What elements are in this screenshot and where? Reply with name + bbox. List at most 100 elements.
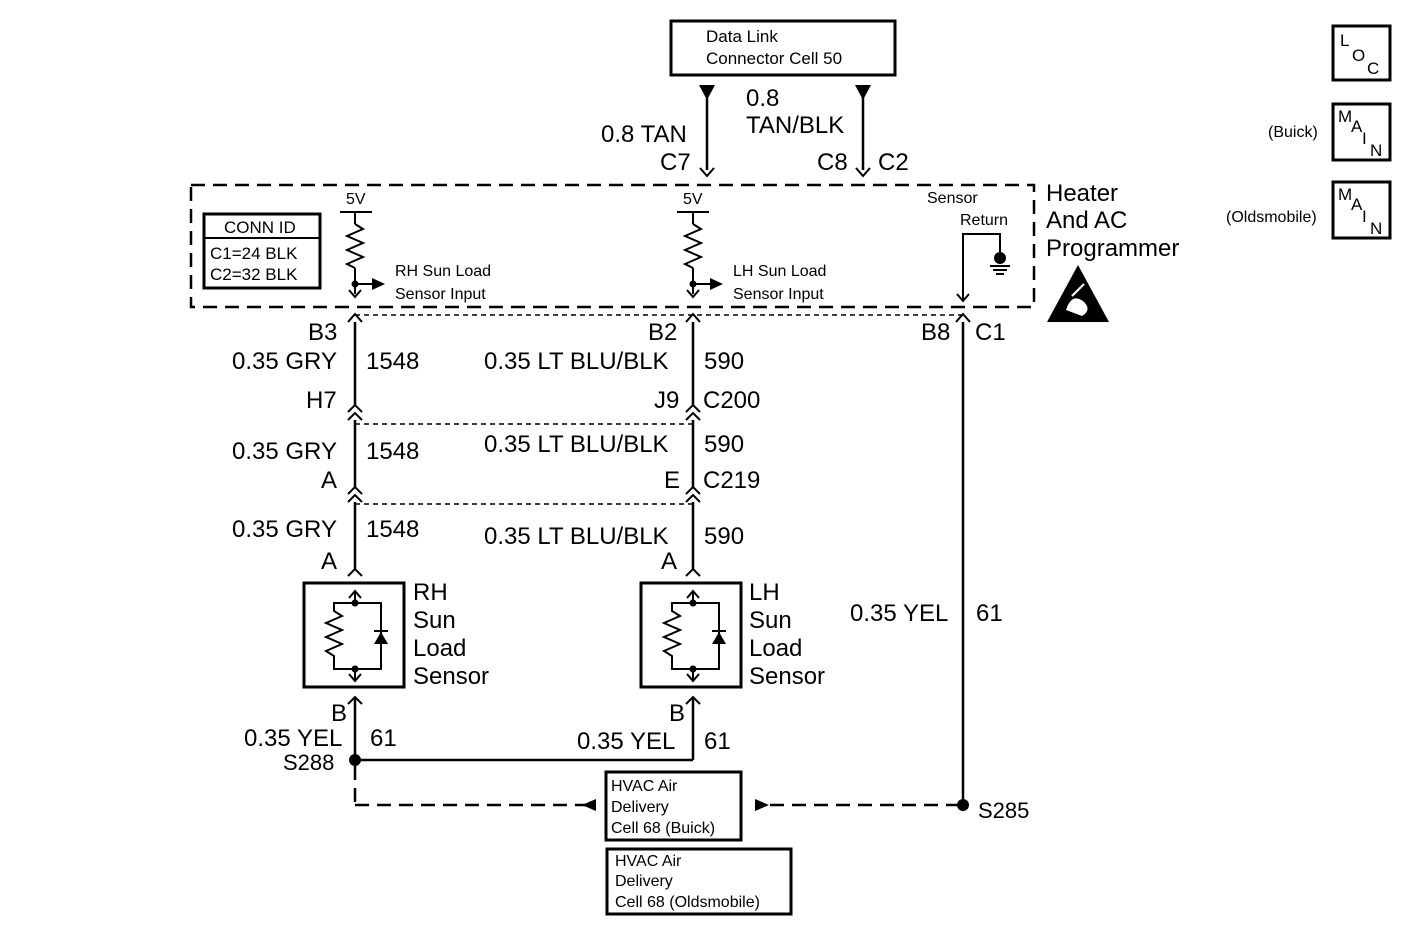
top-wires: [699, 85, 871, 178]
main-letter-a: A: [1351, 195, 1363, 214]
data-link-connector-line1: Data Link: [706, 27, 778, 46]
lh-input-line1: LH Sun Load: [733, 263, 826, 280]
main-letter-i: I: [1362, 129, 1367, 148]
sensor-return-line2: Return: [960, 212, 1008, 229]
pin-b8: B8: [921, 319, 950, 346]
rh-bottom-circuit: 61: [370, 725, 397, 752]
main-letter-n: N: [1370, 141, 1382, 160]
pin-b3: B3: [308, 319, 337, 346]
esd-warning-icon: [1047, 265, 1109, 322]
hvac-olds-box[interactable]: HVAC Air Delivery Cell 68 (Oldsmobile): [605, 847, 793, 916]
hvac-olds-l3: Cell 68 (Oldsmobile): [615, 894, 760, 911]
lh-seg3-circuit: 590: [704, 523, 744, 550]
module-name-line3: Programmer: [1046, 235, 1179, 262]
heater-ac-programmer-outline: [189, 183, 1036, 309]
connector-label-c2: C2: [878, 149, 909, 176]
arrow-right-icon: [710, 278, 723, 290]
lh-wire: [685, 322, 701, 577]
arrow-left-icon: [582, 799, 596, 811]
connector-chevron-icon: [855, 167, 871, 178]
rh-sensor-l4: Sensor: [413, 663, 489, 690]
voltage-5v-mid: 5V: [683, 191, 703, 208]
connector-chevron-icon: [347, 312, 363, 323]
lh-sensor-l4: Sensor: [749, 663, 825, 690]
loc-letter-l: L: [1340, 31, 1349, 50]
hvac-olds-l1: HVAC Air: [615, 853, 682, 870]
lh-sun-load-sensor[interactable]: [639, 581, 743, 689]
lh-sensor-l2: Sun: [749, 607, 792, 634]
splice-dot-icon: [349, 754, 361, 766]
lh-c219-pin: E: [664, 467, 680, 494]
sensor-return-line1: Sensor: [927, 190, 978, 207]
rh-sensor-pin-a: A: [321, 548, 337, 575]
lh-seg2-gauge: 0.35 LT BLU/BLK: [484, 431, 669, 458]
main-letter-m: M: [1338, 107, 1352, 126]
arrow-right-icon: [372, 278, 385, 290]
arrow-right-icon: [755, 799, 769, 811]
conn-id-box: CONN ID C1=24 BLK C2=32 BLK: [202, 212, 322, 290]
buick-label: (Buick): [1268, 124, 1318, 141]
lh-pin-b: B: [669, 700, 685, 727]
diode-icon: [374, 632, 388, 644]
return-wire-circuit: 61: [976, 600, 1003, 627]
main-letter-n: N: [1370, 219, 1382, 238]
pin-label-c8: C8: [817, 149, 848, 176]
lh-c200-pin: J9: [654, 387, 679, 414]
connector-chevron-icon: [955, 312, 971, 323]
rh-sensor-l3: Load: [413, 635, 466, 662]
main-icon-buick[interactable]: M A I N: [1331, 102, 1392, 162]
wire-label-tan: 0.8 TAN: [601, 121, 687, 148]
connector-c219: C219: [703, 467, 760, 494]
wire-label-tan-blk: TAN/BLK: [746, 112, 844, 139]
splice-dot-icon: [957, 799, 969, 811]
conn-id-c2: C2=32 BLK: [210, 265, 298, 284]
lh-seg1-circuit: 590: [704, 348, 744, 375]
diode-icon: [712, 632, 726, 644]
data-link-connector[interactable]: Data Link Connector Cell 50: [669, 19, 897, 77]
rh-c219-pin: A: [321, 467, 337, 494]
hvac-buick-l2: Delivery: [611, 799, 669, 816]
hvac-buick-l1: HVAC Air: [611, 778, 678, 795]
rh-sensor-l2: Sun: [413, 607, 456, 634]
module-name-line2: And AC: [1046, 207, 1127, 234]
return-wire-gauge: 0.35 YEL: [850, 600, 948, 627]
arrow-down-icon: [855, 85, 871, 100]
chevron-down-icon: [686, 289, 700, 299]
sensor-return-ground: [956, 233, 1010, 303]
loc-letter-o: O: [1352, 46, 1365, 65]
voltage-5v-left: 5V: [346, 191, 366, 208]
rh-sun-load-sensor[interactable]: [302, 581, 406, 689]
connector-chevron-icon: [685, 312, 701, 323]
bottom-wires: [347, 695, 969, 811]
main-letter-m: M: [1338, 185, 1352, 204]
lh-sensor-l1: LH: [749, 579, 780, 606]
main-letter-a: A: [1351, 117, 1363, 136]
connector-c200: C200: [703, 387, 760, 414]
pin-b2: B2: [648, 319, 677, 346]
conn-id-c1: C1=24 BLK: [210, 244, 298, 263]
chevron-down-icon: [348, 289, 362, 299]
lh-seg1-gauge: 0.35 LT BLU/BLK: [484, 348, 669, 375]
rh-sensor-l1: RH: [413, 579, 448, 606]
hvac-buick-box[interactable]: HVAC Air Delivery Cell 68 (Buick): [604, 770, 743, 842]
rh-pin-b: B: [331, 700, 347, 727]
lh-seg2-circuit: 590: [704, 431, 744, 458]
connector-c1: C1: [975, 319, 1006, 346]
main-icon-oldsmobile[interactable]: M A I N: [1331, 180, 1392, 240]
hvac-olds-l2: Delivery: [615, 873, 673, 890]
rh-pullup-resistor: [340, 211, 385, 299]
rh-seg3-gauge: 0.35 GRY: [232, 516, 337, 543]
lh-input-line2: Sensor Input: [733, 286, 824, 303]
chevron-down-icon: [956, 293, 970, 303]
module-name-line1: Heater: [1046, 180, 1118, 207]
rh-seg2-circuit: 1548: [366, 438, 419, 465]
loc-letter-c: C: [1367, 59, 1379, 78]
rh-seg3-circuit: 1548: [366, 516, 419, 543]
connector-chevron-icon: [699, 167, 715, 178]
lh-sensor-l3: Load: [749, 635, 802, 662]
rh-seg1-circuit: 1548: [366, 348, 419, 375]
rh-bottom-gauge: 0.35 YEL: [244, 725, 342, 752]
wire-label-gauge: 0.8: [746, 85, 779, 112]
loc-icon[interactable]: L O C: [1331, 24, 1392, 82]
